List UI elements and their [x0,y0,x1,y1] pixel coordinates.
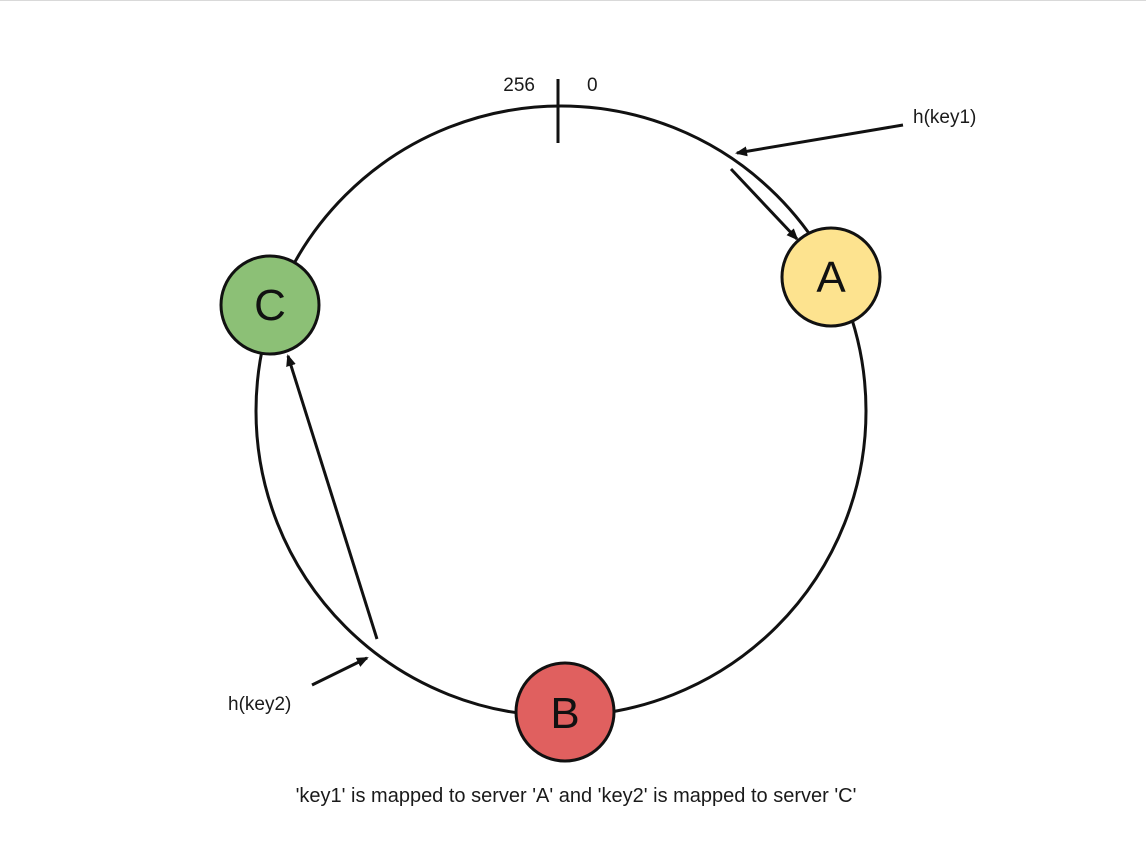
server-node-a-label: A [816,253,846,302]
server-node-b-label: B [550,689,579,738]
key2-hash-label: h(key2) [228,694,291,715]
key1-hash-label: h(key1) [913,107,976,128]
server-node-b-circle [514,661,616,763]
server-node-b: B [514,661,616,763]
diagram-caption: 'key1' is mapped to server 'A' and 'key2… [296,785,857,807]
server-node-a: A [780,226,882,328]
key1-hash-arrow [735,123,904,157]
server-node-a-circle [780,226,882,328]
server-node-c-circle [219,254,321,356]
ring-end-label: 256 [503,75,535,96]
key2-to-server-c-arrow [286,354,379,640]
server-node-c: C [219,254,321,356]
key2-hash-arrow [311,656,369,687]
key1-to-server-a-arrow [729,167,799,241]
server-node-c-label: C [254,281,286,330]
ring-start-label: 0 [587,75,598,96]
hash-ring [254,104,868,718]
